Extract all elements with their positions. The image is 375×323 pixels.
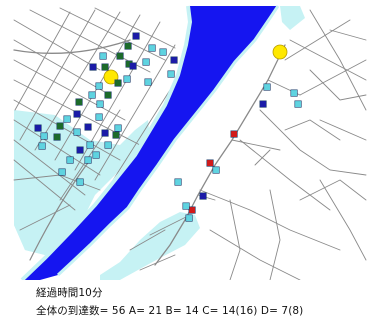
agent-marker-navy <box>199 192 207 200</box>
agent-marker-cyan <box>294 100 302 108</box>
agent-marker-green <box>112 131 120 139</box>
agent-marker-cyan <box>212 166 220 174</box>
agent-marker-green <box>116 52 124 60</box>
agent-marker-cyan <box>40 132 48 140</box>
elapsed-time-caption: 経過時間10分 <box>36 287 103 299</box>
agent-marker-green <box>114 79 122 87</box>
agent-marker-cyan <box>88 91 96 99</box>
agent-marker-green <box>124 42 132 50</box>
agent-marker-navy <box>34 124 42 132</box>
agent-marker-cyan <box>148 44 156 52</box>
agent-marker-cyan <box>73 128 81 136</box>
east-lower-shaded-zone <box>100 212 200 280</box>
agent-marker-green <box>53 133 61 141</box>
east-upper-shaded-zone <box>280 6 305 30</box>
agent-marker-cyan <box>182 202 190 210</box>
markers-layer <box>34 32 302 222</box>
agent-marker-cyan <box>58 168 66 176</box>
agent-marker-cyan <box>86 141 94 149</box>
agent-marker-navy <box>170 56 178 64</box>
agent-marker-cyan <box>99 52 107 60</box>
agent-marker-navy <box>259 100 267 108</box>
origins-layer <box>103 44 288 85</box>
west-riverbank <box>20 5 193 280</box>
agent-marker-cyan <box>63 115 71 123</box>
agent-marker-cyan <box>76 178 84 186</box>
origin-east-circle <box>272 44 288 60</box>
agent-marker-navy <box>132 32 140 40</box>
agent-marker-green <box>56 122 64 130</box>
east-riverbank <box>56 5 280 277</box>
agent-marker-navy <box>73 110 81 118</box>
agent-marker-green <box>104 91 112 99</box>
agent-marker-cyan <box>159 48 167 56</box>
agent-marker-cyan <box>38 142 46 150</box>
agent-marker-cyan <box>167 70 175 78</box>
agent-marker-navy <box>76 146 84 154</box>
agent-marker-navy <box>101 129 109 137</box>
agent-marker-cyan <box>142 58 150 66</box>
agent-marker-red <box>230 130 238 138</box>
agent-marker-green <box>75 98 83 106</box>
agent-marker-cyan <box>185 214 193 222</box>
west-shoreline-strip <box>14 200 60 255</box>
agent-marker-cyan <box>144 78 152 86</box>
agent-marker-cyan <box>66 156 74 164</box>
origin-west-circle <box>103 69 119 85</box>
agent-marker-cyan <box>263 83 271 91</box>
agent-marker-cyan <box>114 124 122 132</box>
arrival-stats-caption: 全体の到達数= 56 A= 21 B= 14 C= 14(16) D= 7(8) <box>36 305 304 317</box>
agent-marker-navy <box>84 123 92 131</box>
agent-marker-cyan <box>290 89 298 97</box>
agent-marker-cyan <box>96 100 104 108</box>
agent-marker-red <box>188 206 196 214</box>
agent-marker-cyan <box>84 156 92 164</box>
agent-marker-navy <box>89 63 97 71</box>
agent-marker-navy <box>129 62 137 70</box>
agent-marker-red <box>206 159 214 167</box>
agent-marker-cyan <box>123 75 131 83</box>
agent-marker-cyan <box>95 113 103 121</box>
agent-marker-cyan <box>104 141 112 149</box>
agent-marker-green <box>101 63 109 71</box>
agent-marker-cyan <box>95 82 103 90</box>
simulation-map <box>12 5 367 280</box>
agent-marker-cyan <box>92 151 100 159</box>
river <box>22 6 278 280</box>
agent-marker-cyan <box>174 178 182 186</box>
